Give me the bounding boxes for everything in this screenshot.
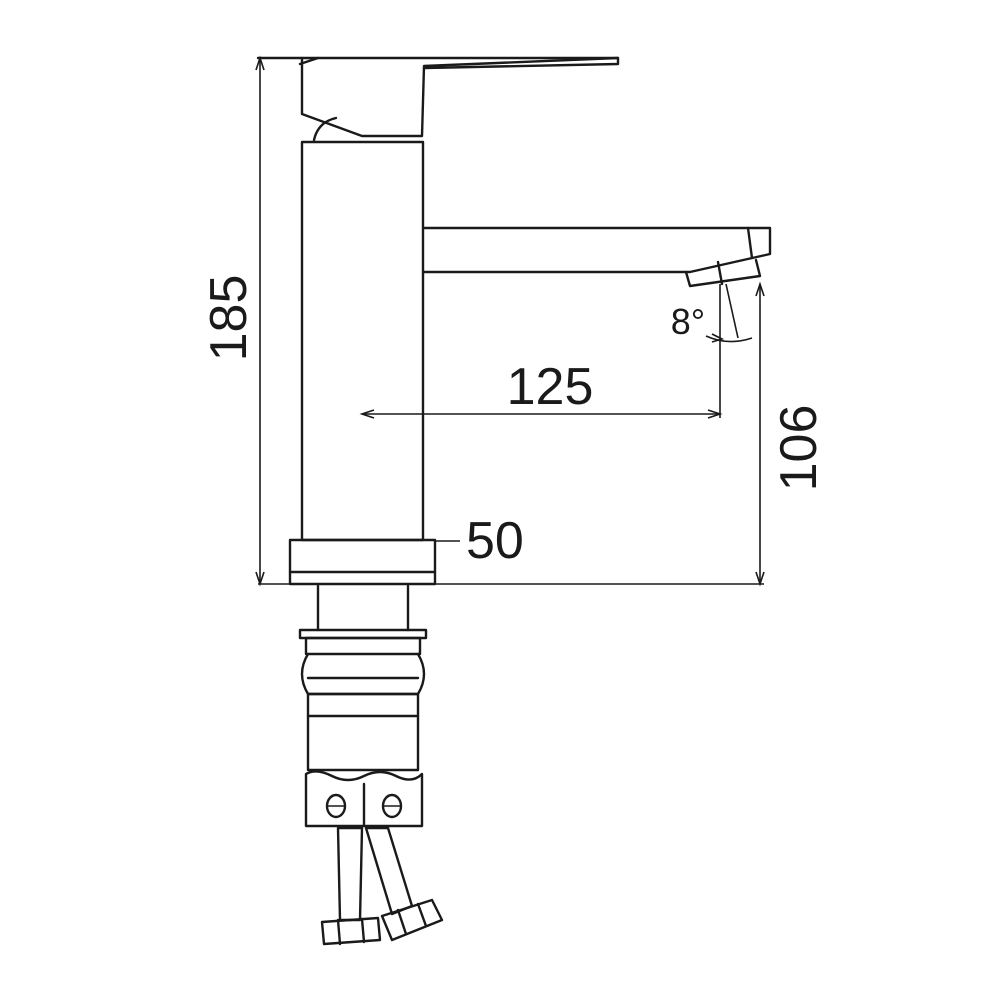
faucet-spout <box>421 226 772 288</box>
dimension-label-spout-height: 106 <box>770 405 828 492</box>
dimension-label-spout-angle: 8° <box>671 301 705 342</box>
dimension-label-base-diameter: 50 <box>466 512 524 570</box>
dimension-total-height: 185 <box>200 55 290 587</box>
braided-hose-right <box>364 826 444 942</box>
mounting-shank <box>298 584 428 772</box>
dimension-spout-angle: 8° <box>671 283 753 343</box>
dimension-spout-reach: 125 <box>359 284 723 419</box>
dimension-base-diameter: 50 <box>435 512 524 570</box>
dimension-spout-height: 106 <box>435 281 828 587</box>
faucet-body <box>300 140 425 542</box>
faucet-base <box>288 538 437 586</box>
dimension-label-total-height: 185 <box>200 275 258 362</box>
hose-connector-nut <box>304 770 424 828</box>
dimension-label-spout-reach: 125 <box>507 358 594 416</box>
braided-hose-left <box>320 826 382 946</box>
faucet-handle <box>256 56 620 142</box>
